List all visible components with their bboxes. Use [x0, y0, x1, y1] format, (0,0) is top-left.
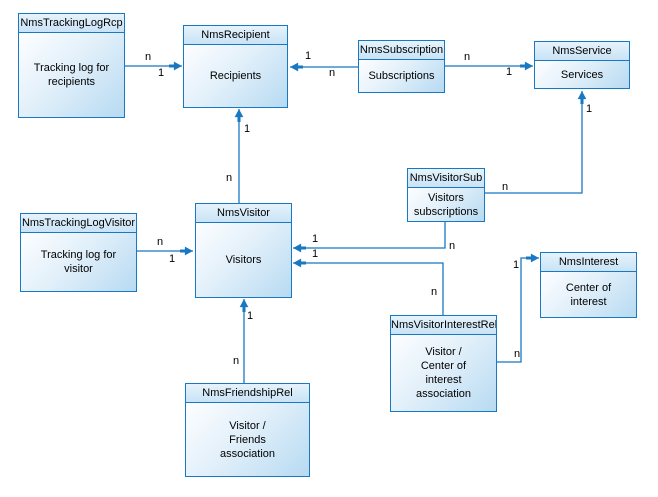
connector-visitorinterestrel-visitor [293, 258, 444, 315]
entity-nms-tracking-log-visitor[interactable]: NmsTrackingLogVisitor Tracking log for v… [20, 213, 137, 292]
entity-description: Visitor / Friends association [186, 403, 309, 476]
entity-title: NmsVisitorInterestRel [391, 316, 496, 335]
cardinality-label: 1 [243, 123, 251, 135]
entity-description: Visitors subscriptions [408, 188, 484, 221]
cardinality-label: n [225, 172, 233, 184]
cardinality-label: n [501, 181, 509, 193]
connector-visitorsub-visitor [293, 222, 446, 253]
entity-title: NmsTrackingLogRcp [19, 14, 124, 33]
cardinality-label: 1 [311, 233, 319, 245]
entity-title: NmsVisitorSub [408, 169, 484, 188]
entity-description: Center of interest [541, 272, 636, 317]
entity-description: Tracking log for recipients [19, 33, 124, 117]
entity-nms-tracking-log-rcp[interactable]: NmsTrackingLogRcp Tracking log for recip… [18, 13, 125, 118]
entity-nms-subscription[interactable]: NmsSubscription Subscriptions [358, 40, 445, 93]
entity-nms-interest[interactable]: NmsInterest Center of interest [540, 252, 637, 318]
entity-description: Visitors [196, 223, 291, 297]
entity-nms-visitor-interest-rel[interactable]: NmsVisitorInterestRel Visitor / Center o… [390, 315, 497, 412]
cardinality-label: n [232, 355, 240, 367]
cardinality-label: 1 [304, 50, 312, 62]
entity-description: Services [535, 61, 629, 88]
cardinality-label: n [156, 236, 164, 248]
entity-title: NmsVisitor [196, 204, 291, 223]
cardinality-label: 1 [311, 248, 319, 260]
entity-nms-visitor-sub[interactable]: NmsVisitorSub Visitors subscriptions [407, 168, 485, 222]
entity-description: Subscriptions [359, 60, 444, 92]
entity-nms-visitor[interactable]: NmsVisitor Visitors [195, 203, 292, 298]
cardinality-label: n [448, 240, 456, 252]
entity-description: Tracking log for visitor [21, 233, 136, 291]
cardinality-label: 1 [157, 67, 165, 79]
cardinality-label: n [328, 67, 336, 79]
connector-visitorsub-service [485, 91, 587, 194]
cardinality-label: n [513, 348, 521, 360]
entity-nms-service[interactable]: NmsService Services [534, 41, 630, 89]
entity-title: NmsSubscription [359, 41, 444, 60]
connector-visitorinterestrel-interest [497, 253, 539, 363]
cardinality-label: 1 [505, 66, 513, 78]
entity-description: Recipients [184, 45, 287, 107]
cardinality-label: 1 [246, 310, 254, 322]
cardinality-label: 1 [168, 253, 176, 265]
entity-title: NmsRecipient [184, 26, 287, 45]
entity-nms-friendship-rel[interactable]: NmsFriendshipRel Visitor / Friends assoc… [185, 383, 310, 477]
entity-title: NmsFriendshipRel [186, 384, 309, 403]
entity-title: NmsService [535, 42, 629, 61]
cardinality-label: 1 [512, 259, 520, 271]
cardinality-label: 1 [585, 103, 593, 115]
cardinality-label: n [463, 51, 471, 63]
entity-description: Visitor / Center of interest association [391, 335, 496, 411]
cardinality-label: n [430, 286, 438, 298]
entity-title: NmsTrackingLogVisitor [21, 214, 136, 233]
cardinality-label: n [144, 51, 152, 63]
entity-nms-recipient[interactable]: NmsRecipient Recipients [183, 25, 288, 108]
entity-title: NmsInterest [541, 253, 636, 272]
